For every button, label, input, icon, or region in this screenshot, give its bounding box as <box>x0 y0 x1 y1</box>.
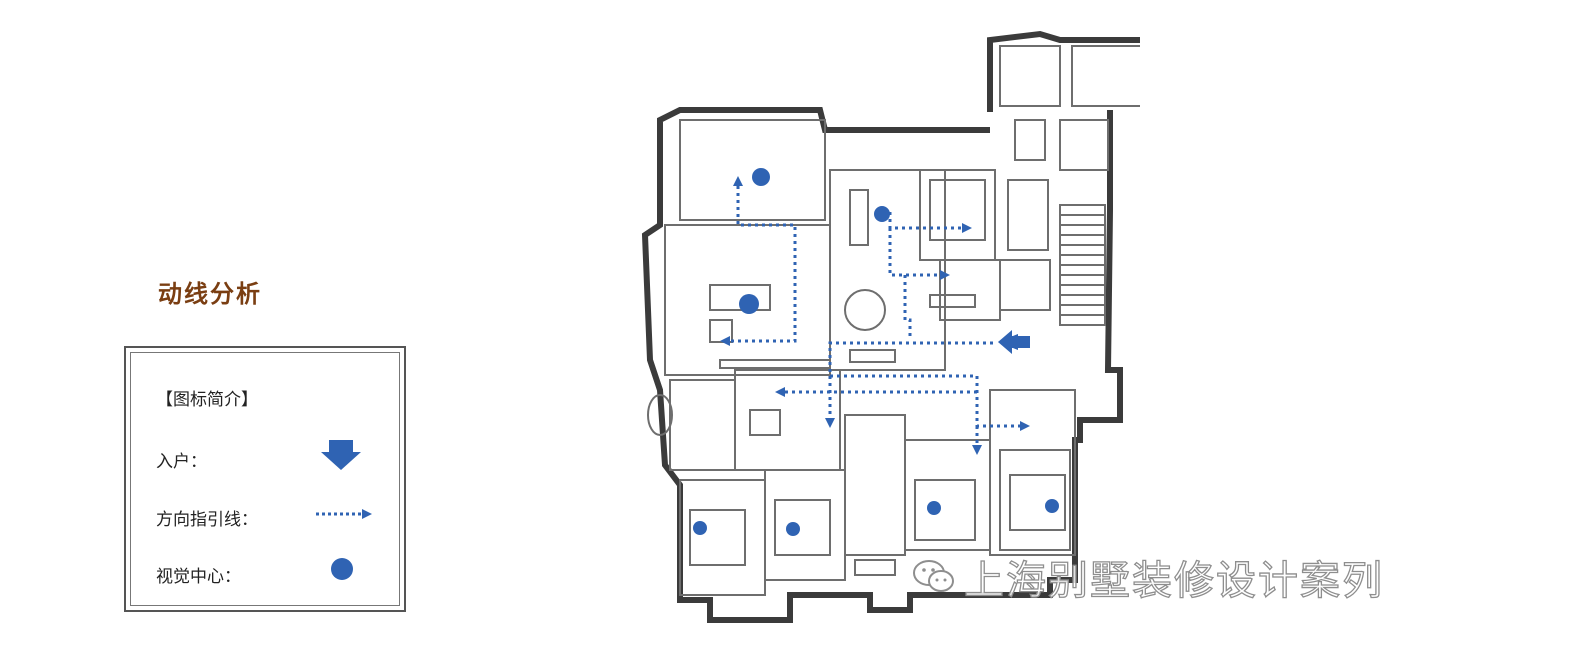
visual-center-dot <box>739 294 759 314</box>
watermark-text: 上海别墅装修设计案列 <box>963 557 1384 604</box>
legend-item-direction: 方向指引线： <box>156 505 258 530</box>
legend-item-label: 方向指引线： <box>156 510 258 530</box>
visual-center-dot <box>927 501 941 515</box>
legend-box: 【图标简介】 入户： 方向指引线： 视觉中心： <box>124 346 406 612</box>
direction-arrowheads <box>720 176 1030 455</box>
floor-plan-thin-lines <box>647 45 1140 596</box>
watermark: 上海别墅装修设计案列 <box>912 550 1384 605</box>
legend-heading: 【图标简介】 <box>156 390 258 410</box>
blue-dot-icon <box>331 558 353 580</box>
floor-plan-walls <box>641 30 1140 623</box>
page-title: 动线分析 <box>158 279 262 308</box>
visual-center-dot <box>1045 499 1059 513</box>
visual-center-dot <box>786 522 800 536</box>
legend-item-label: 视觉中心： <box>156 567 241 587</box>
legend-item-label: 入户： <box>156 452 207 472</box>
down-arrow-icon <box>321 440 361 470</box>
wechat-icon <box>913 560 954 592</box>
direction-lines <box>730 186 1020 445</box>
visual-center-dot <box>752 168 770 186</box>
legend-item-visual-center: 视觉中心： <box>156 562 241 587</box>
legend-item-entrance: 入户： <box>156 447 207 472</box>
dotted-arrow-line-icon <box>316 509 372 519</box>
visual-center-dot <box>874 206 890 222</box>
floor-plan <box>641 30 1140 623</box>
visual-center-dots <box>693 168 1059 536</box>
visual-center-dot <box>693 521 707 535</box>
